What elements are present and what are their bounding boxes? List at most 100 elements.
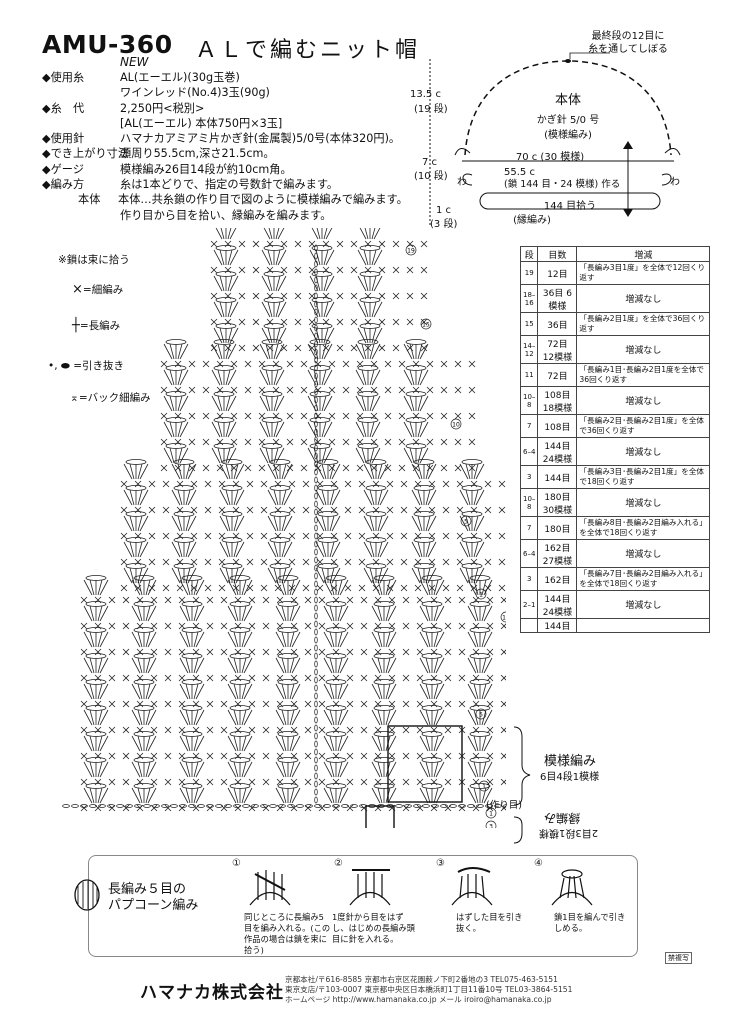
- dc-symbol: [137, 489, 143, 506]
- sc-symbol: [412, 438, 420, 446]
- sc-symbol: [304, 700, 312, 708]
- chain-symbol: [221, 459, 243, 465]
- sc-symbol: [80, 804, 88, 812]
- sc-symbol: [280, 266, 288, 274]
- pattern-repeat-box: [387, 725, 463, 803]
- chain-symbol: [314, 804, 322, 808]
- sc-symbol: [204, 506, 212, 514]
- chain-symbol: [133, 653, 155, 659]
- sc-symbol: [316, 532, 324, 540]
- dc-symbol: [473, 709, 479, 726]
- sc-symbol: [444, 752, 452, 760]
- dc-symbol: [195, 605, 205, 622]
- chain-symbol: [161, 804, 169, 808]
- chain-symbol: [357, 417, 379, 423]
- sc-symbol: [420, 240, 428, 248]
- dc-symbol: [289, 657, 295, 674]
- dc-symbol: [145, 709, 151, 726]
- sc-symbol: [454, 360, 462, 368]
- dc-symbol: [267, 275, 273, 292]
- dc-symbol: [179, 421, 189, 438]
- dc-symbol: [337, 735, 343, 752]
- sc-symbol: [230, 360, 238, 368]
- pattern-code: AMU-360: [42, 30, 173, 59]
- dc-symbol: [373, 249, 383, 266]
- sc-symbol: [260, 506, 268, 514]
- dc-symbol: [275, 735, 285, 752]
- sc-symbol: [258, 412, 266, 420]
- chain-symbol: [309, 339, 331, 345]
- sc-symbol: [216, 360, 224, 368]
- sc-symbol: [472, 622, 480, 630]
- sc-symbol: [360, 596, 368, 604]
- chain-note: (鎖 144 目・24 模様) 作る: [504, 178, 620, 190]
- dc-symbol: [195, 787, 205, 804]
- slip-stitch-symbol: [314, 764, 318, 772]
- sc-symbol: [388, 674, 396, 682]
- top-note-2: 糸を通してしぼる: [588, 43, 668, 55]
- chain-symbol: [62, 804, 70, 808]
- chain-symbol: [350, 804, 358, 808]
- sc-symbol: [364, 266, 372, 274]
- dc-symbol: [467, 605, 477, 622]
- sc-symbol: [290, 674, 298, 682]
- dc-symbol: [169, 395, 175, 412]
- slip-stitch-symbol: [314, 284, 318, 292]
- sc-symbol: [218, 480, 226, 488]
- dc-symbol: [275, 709, 285, 726]
- dc-symbol: [267, 489, 277, 506]
- dc-symbol: [357, 301, 367, 318]
- sc-symbol: [94, 596, 102, 604]
- dc-symbol: [147, 709, 157, 726]
- dc-symbol: [387, 579, 397, 596]
- dc-symbol: [265, 447, 271, 464]
- sc-symbol: [442, 480, 450, 488]
- chain-symbol: [395, 804, 403, 808]
- dc-symbol: [475, 489, 485, 506]
- sc-symbol: [286, 412, 294, 420]
- dc-symbol: [227, 683, 237, 700]
- dc-symbol: [131, 709, 141, 726]
- sc-symbol: [318, 778, 326, 786]
- sc-symbol: [420, 344, 428, 352]
- sc-symbol: [192, 778, 200, 786]
- dc-symbol: [171, 567, 181, 584]
- sc-symbol: [288, 506, 296, 514]
- slip-stitch-symbol: [314, 300, 318, 308]
- dc-symbol: [131, 631, 141, 648]
- sc-symbol: [108, 648, 116, 656]
- sc-symbol: [430, 726, 438, 734]
- sc-symbol: [300, 412, 308, 420]
- sc-symbol: [176, 584, 184, 592]
- dc-symbol: [459, 567, 469, 584]
- dc-symbol: [177, 489, 183, 506]
- sc-symbol: [120, 506, 128, 514]
- dc-symbol: [277, 275, 287, 292]
- chain-symbol: [260, 804, 268, 808]
- sc-symbol: [260, 480, 268, 488]
- dc-symbol: [339, 631, 349, 648]
- dc-symbol: [227, 327, 233, 344]
- sc-symbol: [164, 622, 172, 630]
- dc-symbol: [417, 489, 423, 506]
- slip-stitch-symbol: [314, 604, 318, 612]
- sc-symbol: [346, 804, 354, 812]
- dc-symbol: [233, 463, 239, 480]
- dc-symbol: [377, 463, 383, 480]
- dc-symbol: [233, 709, 239, 726]
- dc-symbol: [377, 709, 383, 726]
- chain-symbol: [263, 245, 285, 251]
- row-marker-icon: [485, 820, 497, 828]
- height-3: 1 c: [436, 205, 451, 216]
- sc-symbol: [304, 778, 312, 786]
- sc-symbol: [322, 292, 330, 300]
- dc-symbol: [169, 369, 175, 386]
- chain-symbol: [373, 705, 395, 711]
- dc-symbol: [273, 343, 279, 360]
- sc-symbol: [388, 648, 396, 656]
- sc-symbol: [162, 532, 170, 540]
- sc-symbol: [454, 464, 462, 472]
- sc-symbol: [402, 804, 410, 812]
- dc-symbol: [217, 369, 223, 386]
